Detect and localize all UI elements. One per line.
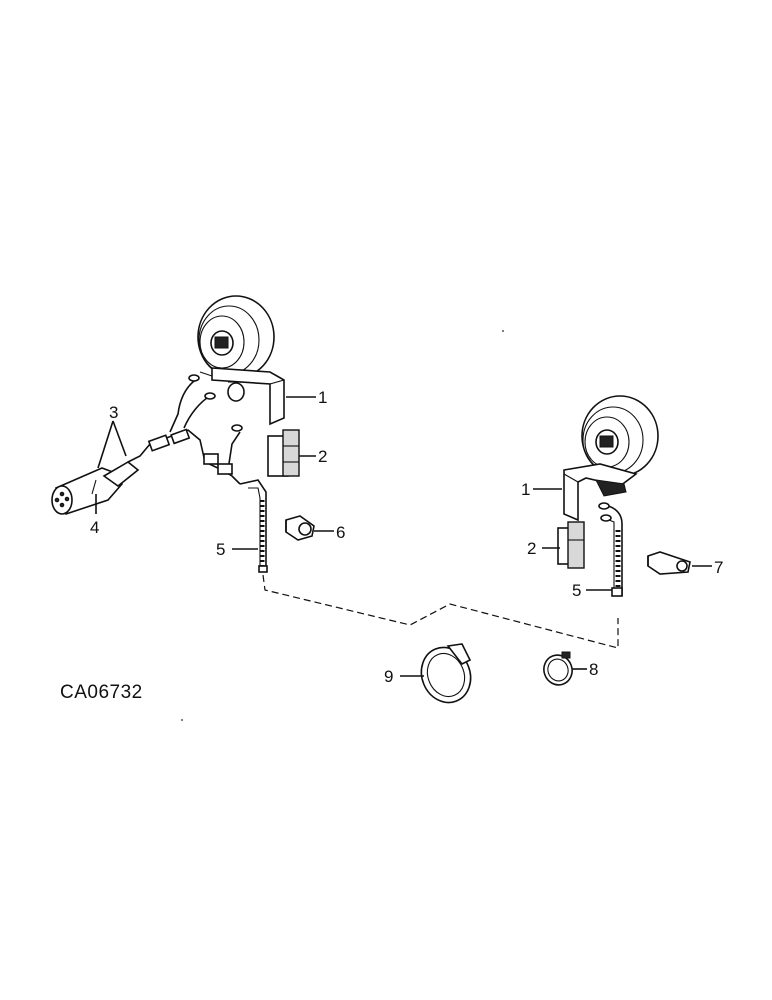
clip-left bbox=[285, 515, 315, 541]
connector-plug bbox=[51, 461, 140, 516]
callout-3: 3 bbox=[109, 403, 118, 422]
wire-route-line bbox=[262, 574, 619, 649]
horn-bracket-right bbox=[563, 463, 638, 522]
horn-bracket-left bbox=[211, 367, 285, 426]
leader-plug-b bbox=[112, 420, 127, 457]
harness-left bbox=[239, 479, 268, 573]
relay-left bbox=[267, 429, 300, 477]
callout-5-right: 5 bbox=[572, 581, 581, 600]
diagram-code: CA06732 bbox=[60, 682, 143, 703]
leader-plug-a bbox=[97, 420, 114, 469]
horn-left bbox=[197, 295, 275, 379]
callout-1-left: 1 bbox=[318, 388, 327, 407]
small-clamp bbox=[543, 651, 573, 686]
callout-2-left: 2 bbox=[318, 447, 327, 466]
scan-speck bbox=[502, 330, 504, 332]
scan-speck bbox=[181, 719, 183, 721]
clip-right bbox=[647, 551, 691, 575]
callout-9: 9 bbox=[384, 667, 393, 686]
harness-right bbox=[598, 502, 623, 597]
wire-bundle-left bbox=[127, 374, 243, 485]
callout-2-right: 2 bbox=[527, 539, 536, 558]
callout-4: 4 bbox=[90, 518, 99, 537]
callout-8: 8 bbox=[589, 660, 598, 679]
large-clamp bbox=[420, 643, 472, 704]
callout-1-right: 1 bbox=[521, 480, 530, 499]
callout-6: 6 bbox=[336, 523, 345, 542]
callout-7: 7 bbox=[714, 558, 723, 577]
horn-right bbox=[581, 395, 659, 477]
callout-5-left: 5 bbox=[216, 540, 225, 559]
relay-right bbox=[557, 521, 585, 569]
